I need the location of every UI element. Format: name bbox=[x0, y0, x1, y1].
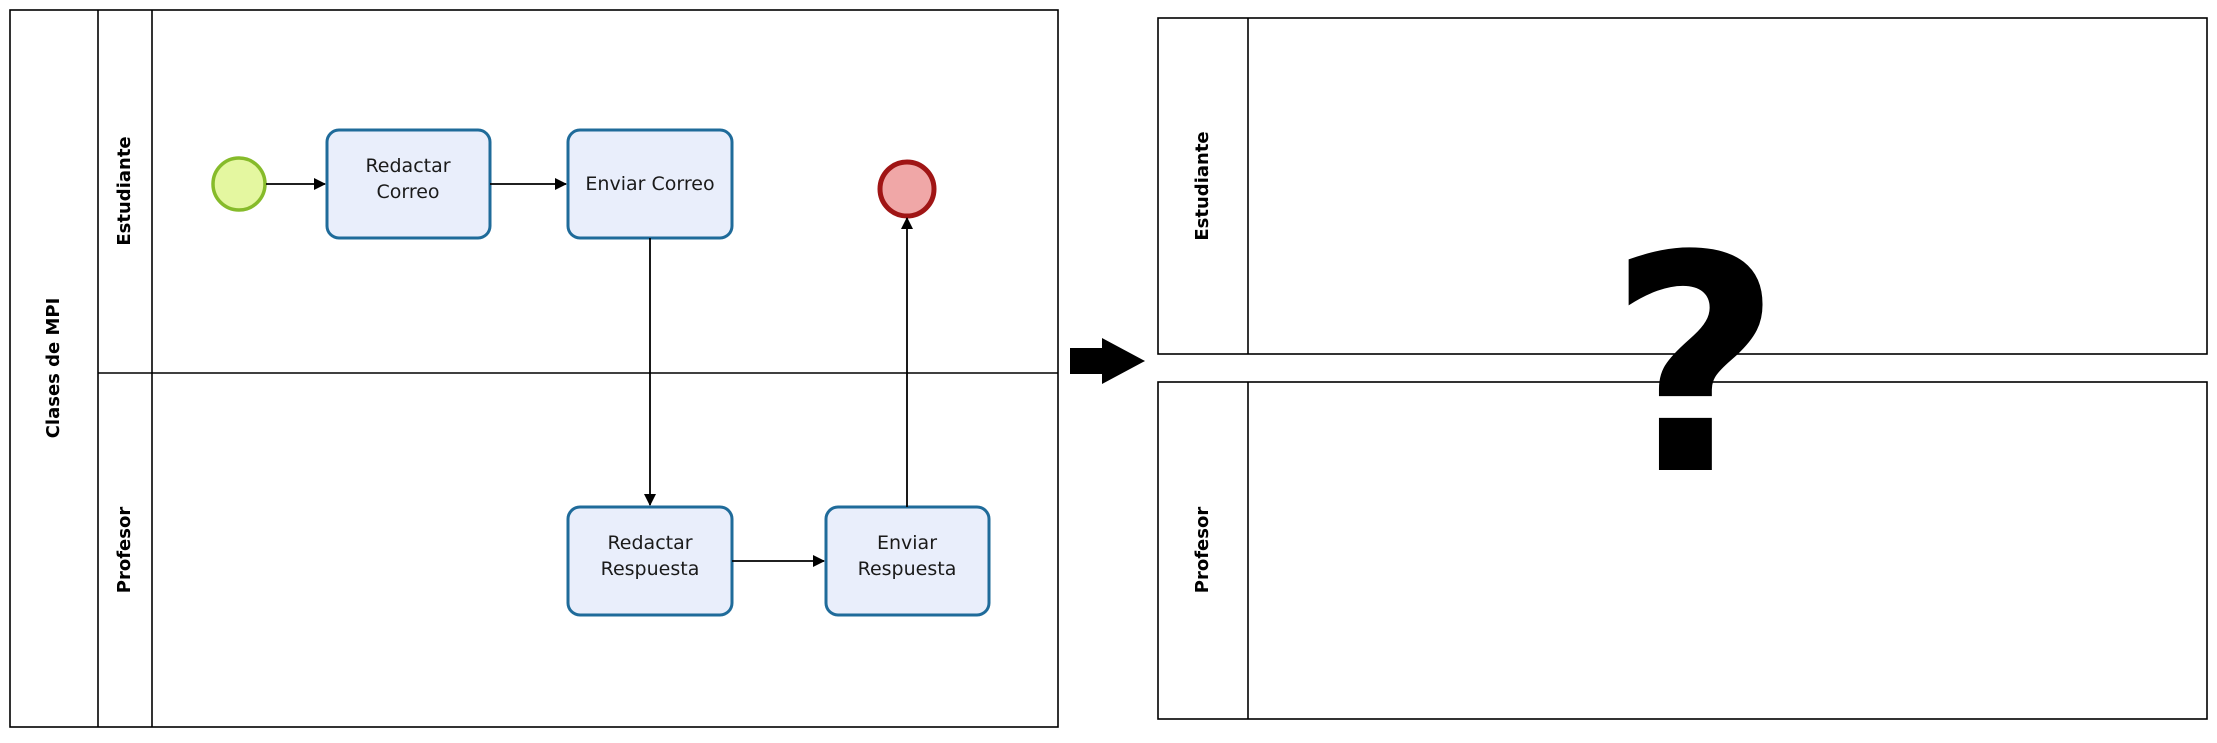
task-enviar-correo[interactable]: Enviar Correo bbox=[566, 128, 734, 240]
task-label-line: Correo bbox=[376, 181, 439, 203]
task-redactar-correo[interactable]: Redactar Correo bbox=[325, 128, 492, 240]
start-event[interactable] bbox=[211, 156, 267, 212]
target-lane-label-estudiante: Estudiante bbox=[1192, 131, 1213, 240]
task-label-line: Enviar bbox=[877, 532, 937, 554]
target-pool-border bbox=[1157, 381, 2208, 720]
lane-label-profesor: Profesor bbox=[114, 507, 135, 594]
task-label-line: Redactar bbox=[365, 155, 450, 177]
target-lane-label-profesor: Profesor bbox=[1192, 507, 1213, 594]
target-pool-profesor: Profesor bbox=[1157, 381, 2208, 720]
arrow-right-icon bbox=[1070, 338, 1145, 384]
task-label-line: Respuesta bbox=[858, 558, 957, 580]
lane-label-estudiante: Estudiante bbox=[114, 136, 135, 245]
pool-border bbox=[9, 9, 1059, 728]
task-label-line: Enviar Correo bbox=[585, 173, 714, 195]
target-pool-estudiante: Estudiante bbox=[1157, 17, 2208, 355]
question-mark: ? bbox=[1608, 192, 1782, 541]
task-label-line: Respuesta bbox=[601, 558, 700, 580]
task-enviar-respuesta[interactable]: Enviar Respuesta bbox=[824, 505, 991, 617]
source-pool: Clases de MPI Estudiante Profesor Redact… bbox=[9, 9, 1059, 728]
task-redactar-respuesta[interactable]: Redactar Respuesta bbox=[566, 505, 734, 617]
target-pool-border bbox=[1157, 17, 2208, 355]
task-label-line: Redactar bbox=[607, 532, 692, 554]
pool-title: Clases de MPI bbox=[43, 298, 64, 439]
end-event[interactable] bbox=[877, 159, 937, 219]
